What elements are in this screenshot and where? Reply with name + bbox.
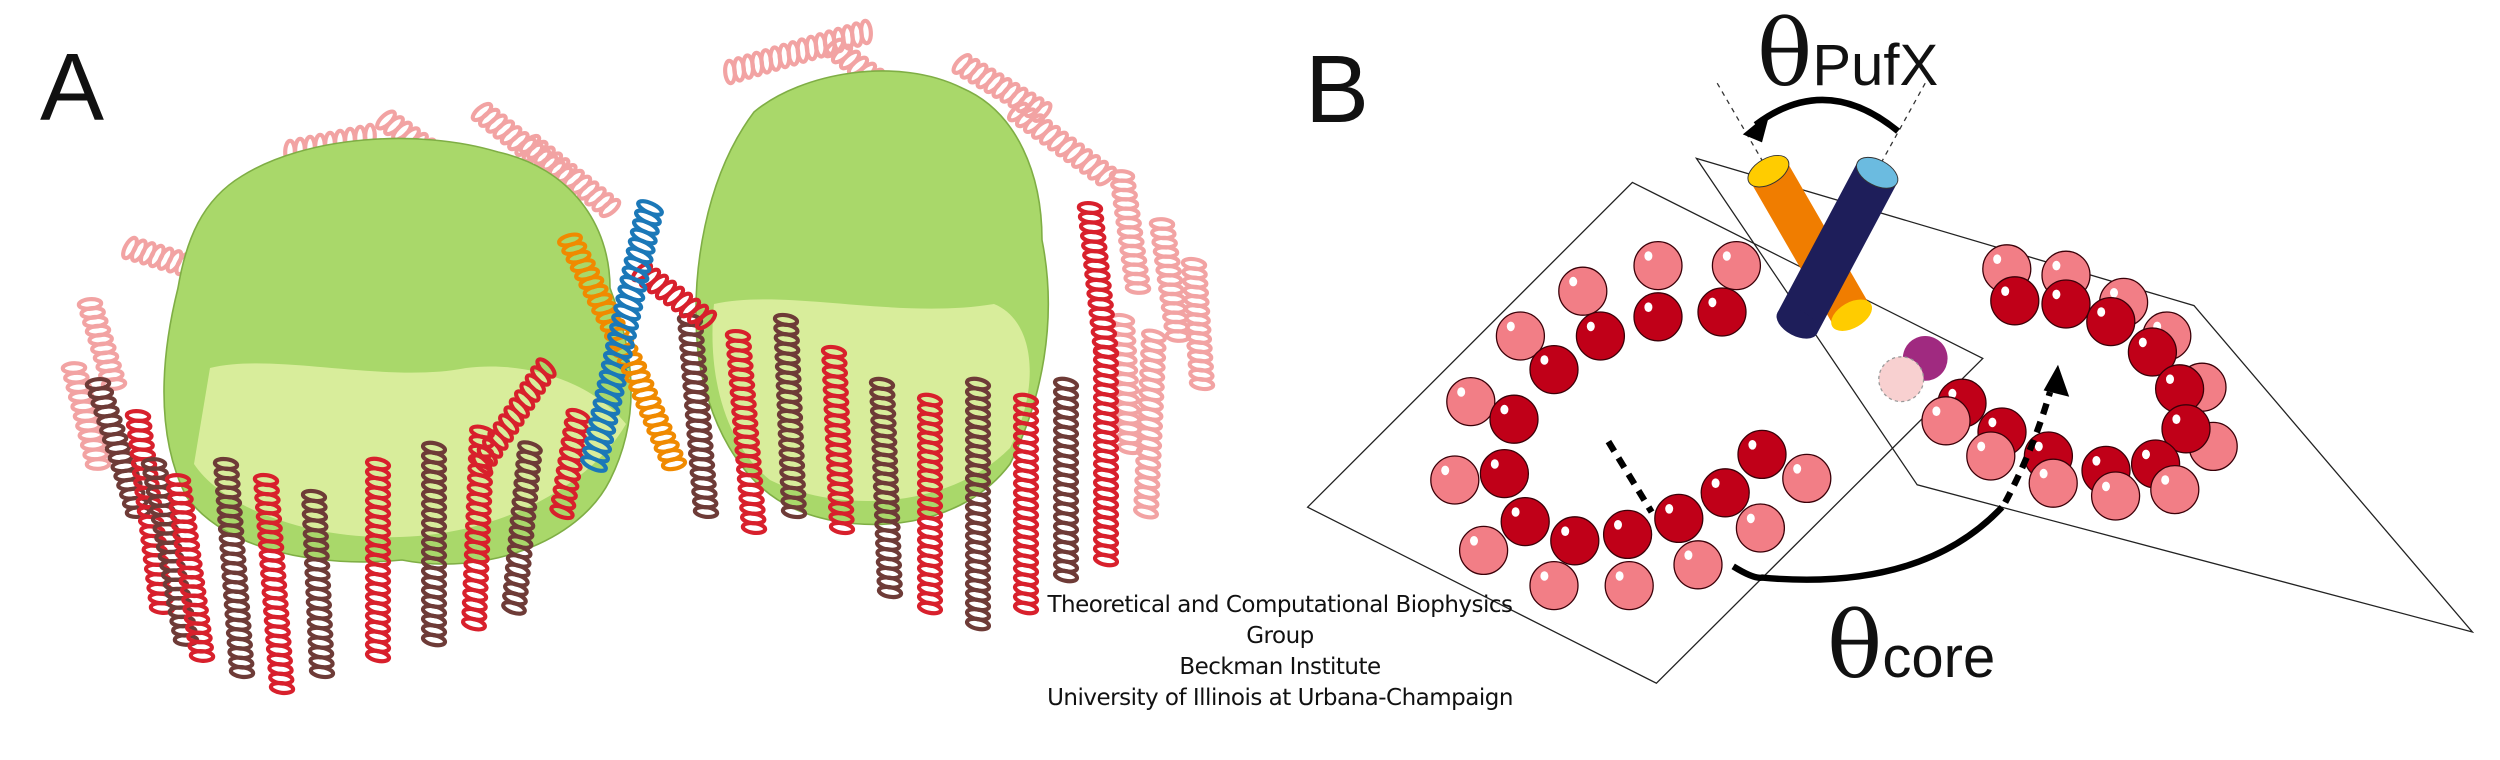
helix [76,297,128,391]
helices-front [84,199,1167,696]
helix [676,312,720,520]
bchl-sphere [1735,503,1786,553]
helix [724,328,768,536]
helix [364,456,392,664]
bchl-sphere [1737,429,1787,480]
bchl-sphere [1697,287,1747,337]
helix [580,199,664,473]
bchl-sphere [1479,448,1530,499]
helix [1133,328,1167,520]
pufx-sphere-pale [1878,356,1925,403]
bchl-sphere [1458,525,1509,576]
bchl-sphere [1711,240,1762,291]
bchl-sphere [1654,493,1704,544]
bchl-sphere [1602,509,1653,560]
bchl-sphere [1673,540,1723,590]
bchl-sphere [2041,279,2091,329]
bchl-sphere [2150,464,2200,515]
core-rotation-arrow [1731,505,2005,583]
helix [1148,217,1192,343]
bchl-sphere [1633,292,1683,342]
helix [420,440,448,648]
bchl-sphere [2086,296,2136,347]
helix [212,456,256,680]
helix [1092,344,1120,568]
theta-pufx-label: θPufX [1757,8,1938,100]
pufx-rotation-arrow [1753,96,1901,134]
helix [300,488,336,680]
core-rotation-dashed-start [1605,439,1655,514]
helix [772,312,808,520]
bchl-sphere [1430,455,1480,505]
helix [1012,392,1040,616]
bchl-sphere [1782,453,1832,504]
helix [916,392,944,616]
bchl-sphere [2161,404,2211,454]
helix [164,473,216,663]
helix [620,360,688,472]
pufx-axis-line-right [1875,82,1926,174]
bchl-sphere [2090,471,2141,521]
panel-a-structure [60,18,1216,696]
bchl-sphere [1550,516,1600,566]
bchl-sphere [1575,311,1626,361]
helix [964,376,992,632]
helix [471,357,557,475]
lh1-ring-right [1921,244,2238,521]
helices-back [60,18,1216,471]
panel-label-b: B [1305,36,1370,143]
bchl-sphere [1529,560,1579,611]
theta-symbol: θ [1827,592,1883,699]
helix [1180,256,1216,392]
bchl-sphere [1446,376,1496,427]
theta-symbol: θ [1757,0,1813,107]
credit-line-university: University of Illinois at Urbana-Champai… [1047,685,1513,711]
helix [60,361,112,471]
helix [501,440,543,616]
bchl-sphere [1489,394,1539,444]
helix [820,344,856,536]
bchl-sphere [1495,311,1546,361]
pufx-cylinder-navy [1776,156,1899,339]
credit-line-group: Theoretical and Computational Biophysics… [1047,592,1513,649]
bchl-sphere [1921,396,1971,446]
core-rotation-dashed-end [2002,391,2054,504]
helix [1006,101,1118,187]
core-arrowhead [2043,364,2070,397]
credit-text: Theoretical and Computational Biophysics… [1020,590,1540,714]
panel-b-schematic [1306,82,2475,684]
lh1-ring-left [1430,240,1832,611]
helix [1076,201,1120,359]
bchl-sphere [2127,327,2178,377]
bchl-sphere [1529,344,1579,395]
bchl-sphere [1990,276,2040,326]
theta-subscript: core [1882,625,1996,690]
bchl-sphere [1700,468,1750,518]
helix [1052,376,1080,584]
credit-line-institute: Beckman Institute [1179,654,1381,680]
bchl-sphere [1966,431,2016,481]
theta-core-label: θcore [1827,600,1995,692]
helix [951,53,1053,123]
panel-label-a: A [40,34,105,141]
bchl-sphere [1604,560,1654,611]
bchl-sphere [1558,266,1608,316]
bchl-sphere [2028,458,2078,508]
helix [868,376,904,600]
bchl-sphere [1633,240,1683,291]
helix [252,472,296,696]
theta-subscript: PufX [1812,33,1939,98]
pufx-arrowhead [1742,112,1770,143]
helix [1108,169,1152,295]
pufx-axis-line-left [1716,82,1769,172]
bchl-sphere [1500,496,1550,547]
